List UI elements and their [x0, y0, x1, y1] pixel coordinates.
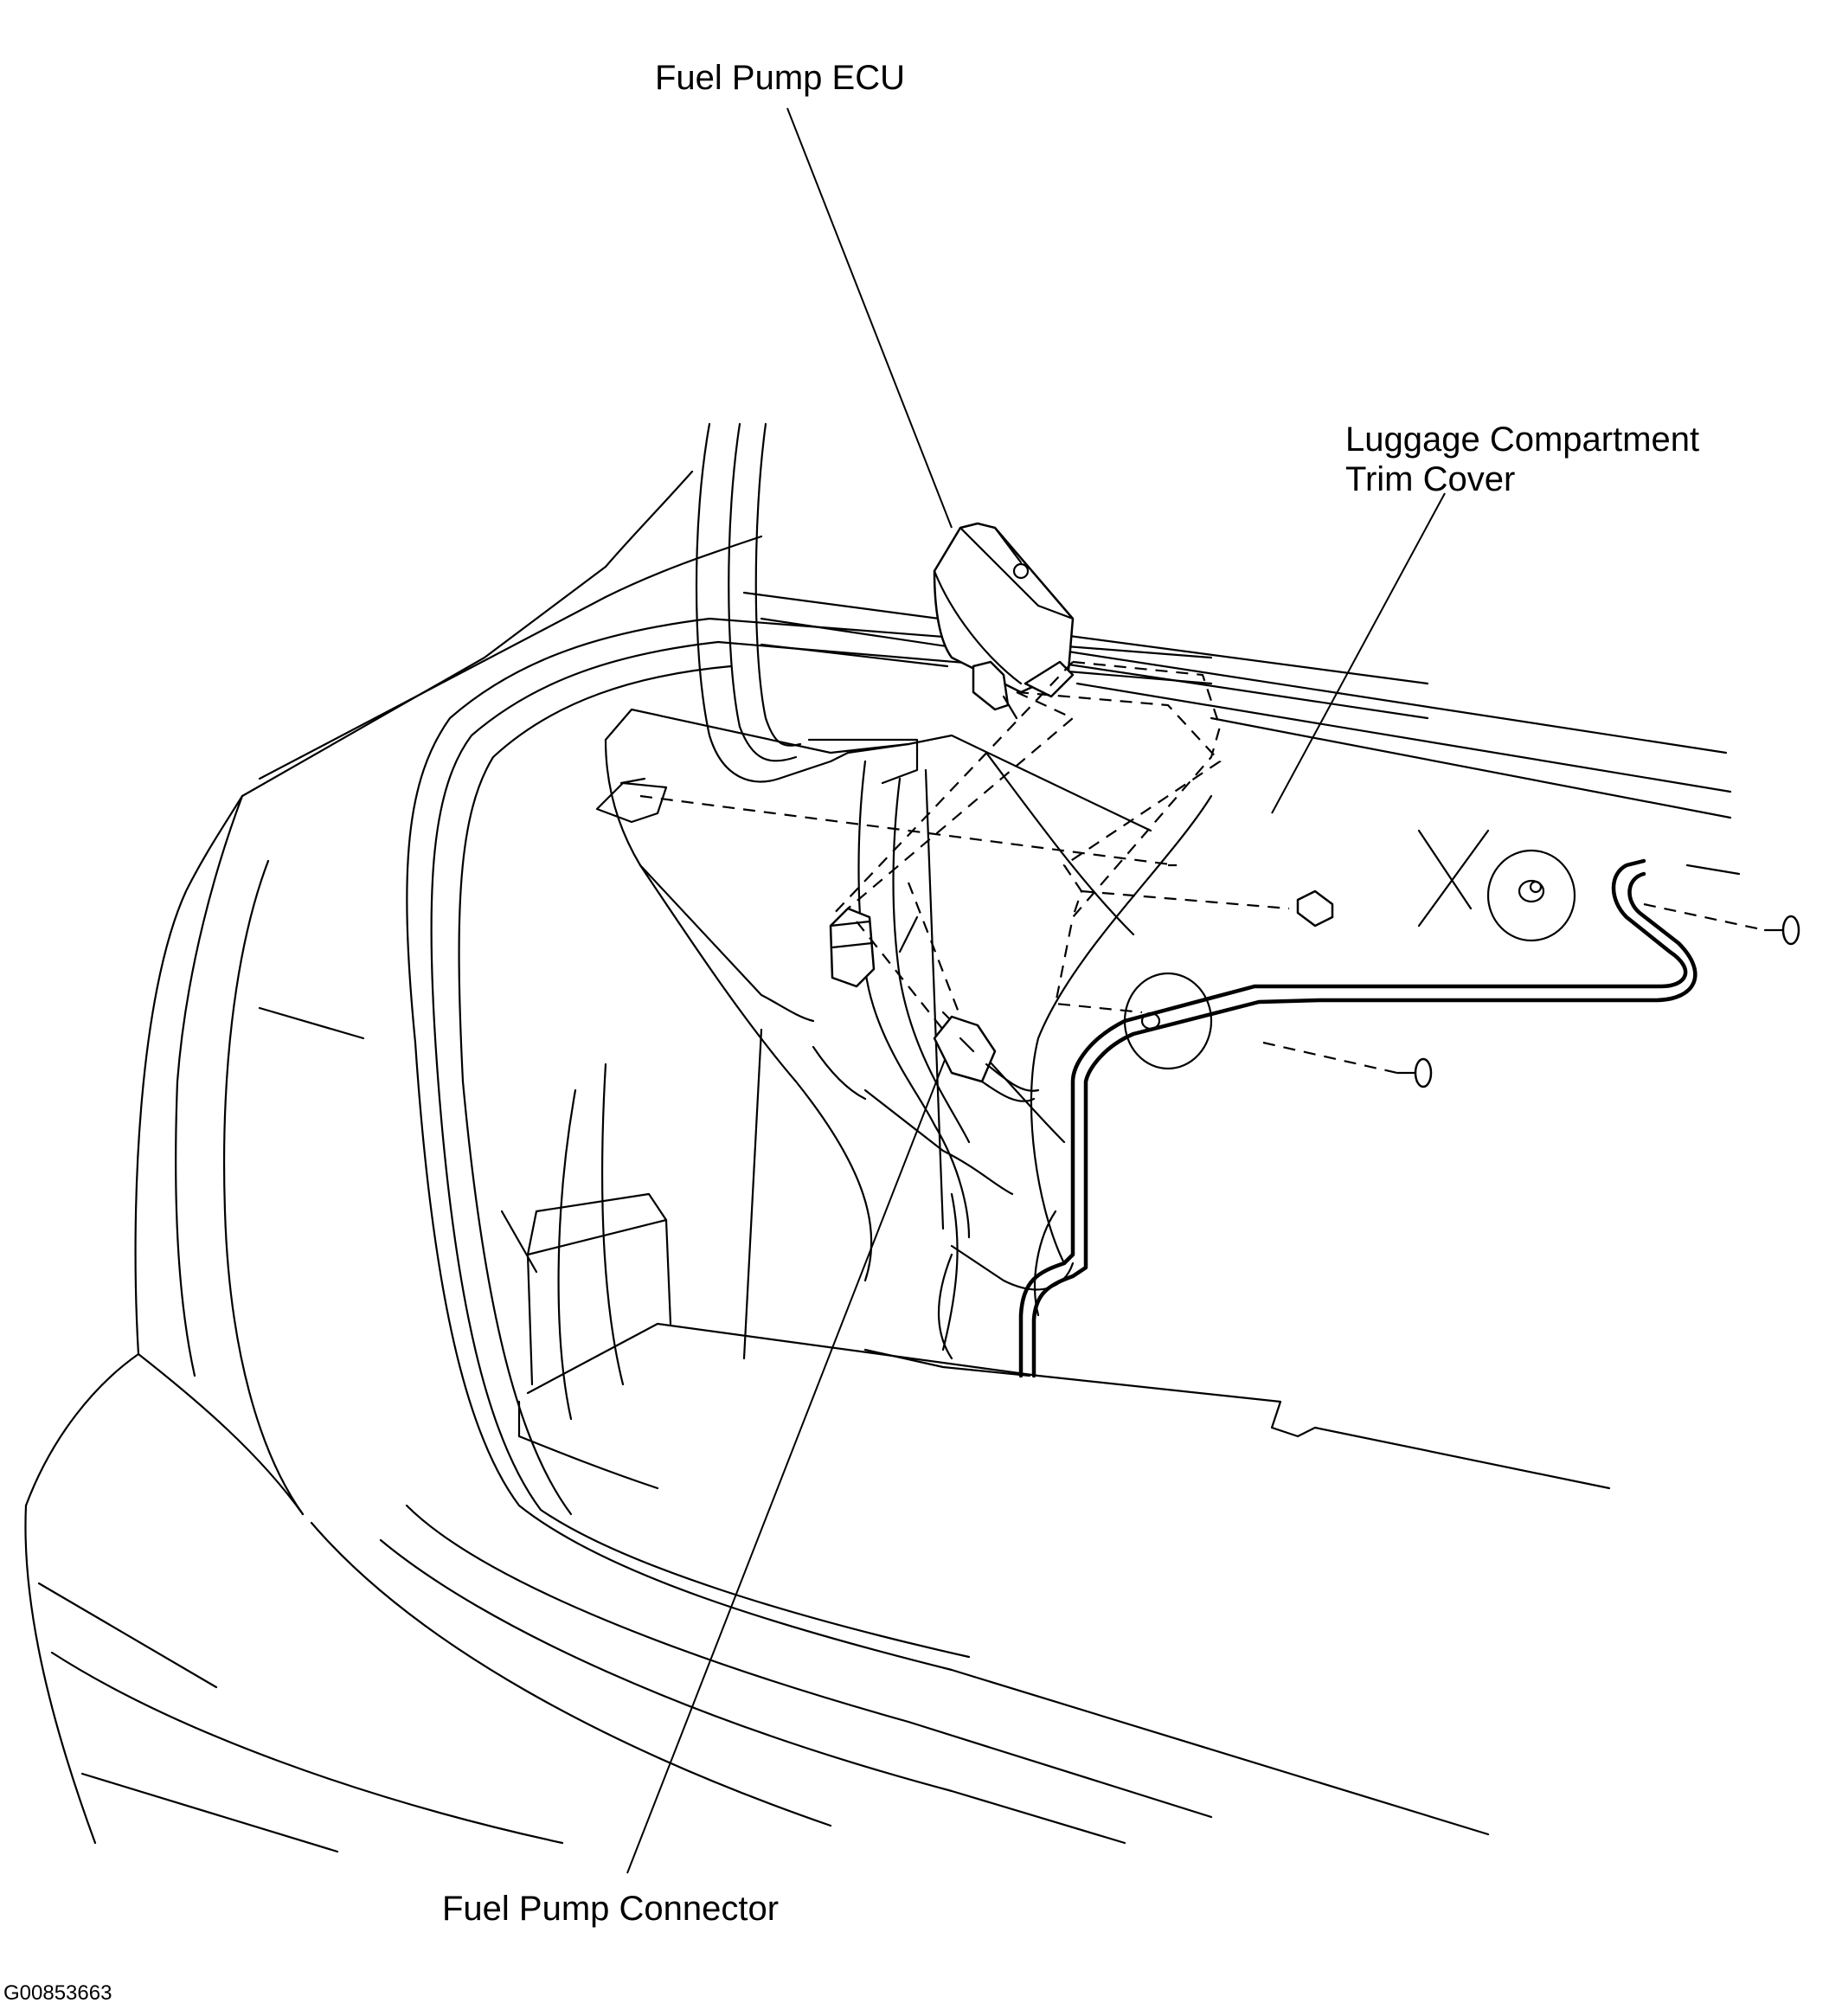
fuel-pump-ecu-unit: [933, 522, 1075, 720]
fuel-pump-ecu-label: Fuel Pump ECU: [655, 59, 905, 97]
trim-cover-label: Luggage Compartment Trim Cover: [1345, 420, 1699, 499]
dashed-assembly-lines: [639, 660, 1766, 1075]
trim-cover-label-line1: Luggage Compartment: [1345, 421, 1700, 459]
trim-cover: [1018, 794, 1697, 1378]
fasteners: [619, 777, 1800, 1088]
leader-lines: [626, 107, 1446, 1874]
figure-id: G00853663: [3, 1981, 112, 2005]
trunk-floor-mat: [517, 1322, 1611, 1490]
trunk-opening-seal: [310, 617, 1490, 1845]
leader-fuel-pump-connector: [626, 1059, 946, 1874]
leader-trim-cover: [1271, 492, 1446, 814]
trim-cover-label-line2: Trim Cover: [1345, 460, 1516, 498]
rear-quarter-body: [24, 470, 763, 1853]
rear-package-tray: [742, 591, 1741, 876]
leader-fuel-pump-ecu: [786, 107, 953, 529]
trunk-hinge-arm: [695, 422, 919, 785]
fuel-pump-connector-label: Fuel Pump Connector: [442, 1890, 780, 1928]
